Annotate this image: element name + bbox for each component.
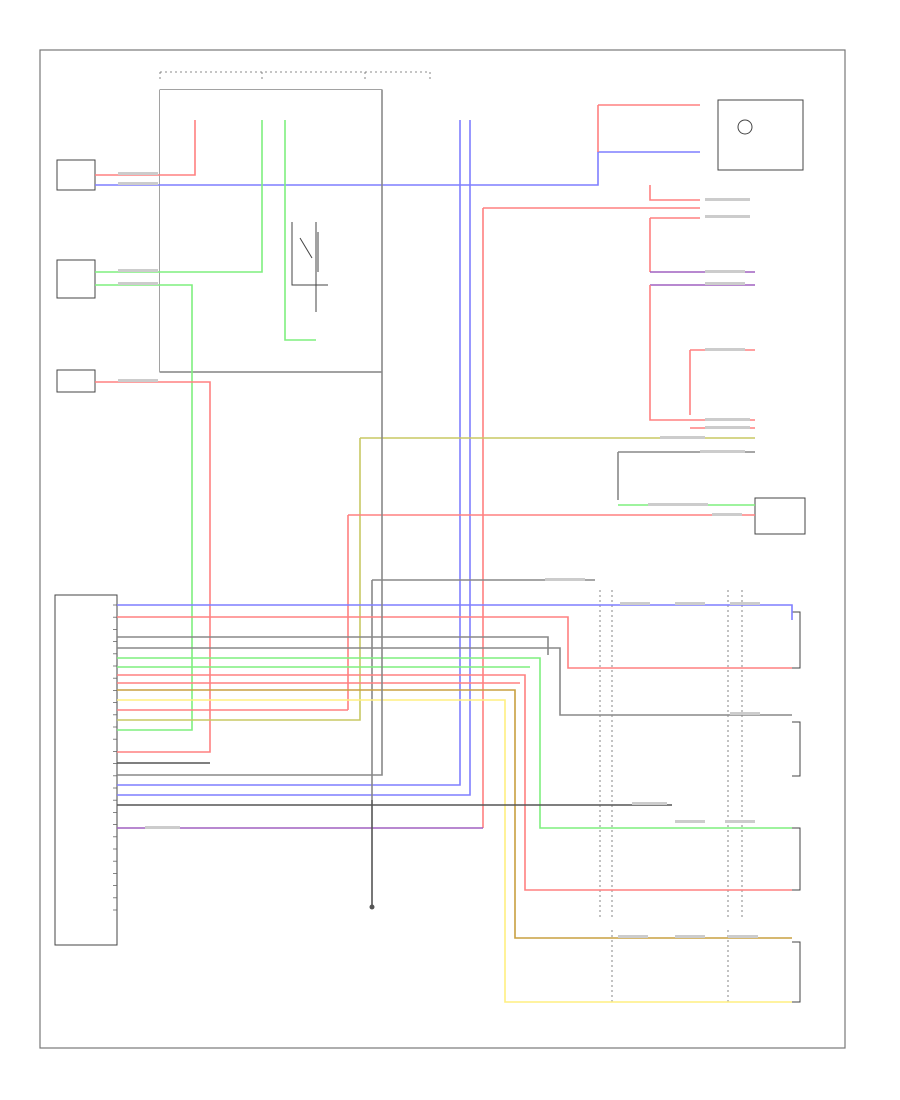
wire-tan-side-l xyxy=(117,689,792,939)
connector-dashes xyxy=(599,590,743,1002)
combination-meter-connector xyxy=(56,159,96,191)
wire-red-top-right xyxy=(597,104,700,152)
wire-blue-spiral-2 xyxy=(117,120,471,796)
wire-red-r3 xyxy=(649,285,755,421)
wire-blue-front-r xyxy=(117,604,793,620)
diagram-frame xyxy=(39,49,846,1049)
wire-red-r2 xyxy=(649,217,700,272)
wire-red-r4 xyxy=(689,349,755,415)
airbag-warning-light xyxy=(56,259,96,299)
wire-gray-2 xyxy=(117,647,792,716)
front-airbag-sensor-left xyxy=(792,721,801,777)
wire-yellow-side-l xyxy=(117,699,792,1003)
front-airbag-sensor-right xyxy=(792,611,801,669)
side-airbag-sensor-right xyxy=(792,827,801,891)
diag-connector xyxy=(56,369,96,393)
wire-red-long xyxy=(482,207,700,828)
wire-blue-spiral-1 xyxy=(117,120,461,786)
front-airbag-sensor xyxy=(754,497,806,535)
wire-green-relay xyxy=(284,120,316,341)
wire-gray-1 xyxy=(117,636,549,655)
wire-labels xyxy=(118,172,760,938)
airbag-sensor-assembly xyxy=(54,594,118,946)
relay-symbol xyxy=(291,222,328,312)
combination-meter xyxy=(717,99,804,171)
wire-yellow-green xyxy=(117,437,755,721)
ground-symbol xyxy=(369,904,375,910)
side-airbag-sensor-left xyxy=(792,941,801,1003)
wire-blue-meter xyxy=(95,151,700,186)
wire-red-side-r xyxy=(117,674,792,891)
airbag-sensor-pins xyxy=(113,604,117,911)
wire-red-r1 xyxy=(649,185,700,201)
wire-red-front-r xyxy=(117,616,792,669)
fuse-bracket xyxy=(159,71,431,82)
wire-gray-sensor xyxy=(617,451,755,500)
wire-green-side-r xyxy=(117,657,792,829)
wire-red-front xyxy=(347,514,755,710)
